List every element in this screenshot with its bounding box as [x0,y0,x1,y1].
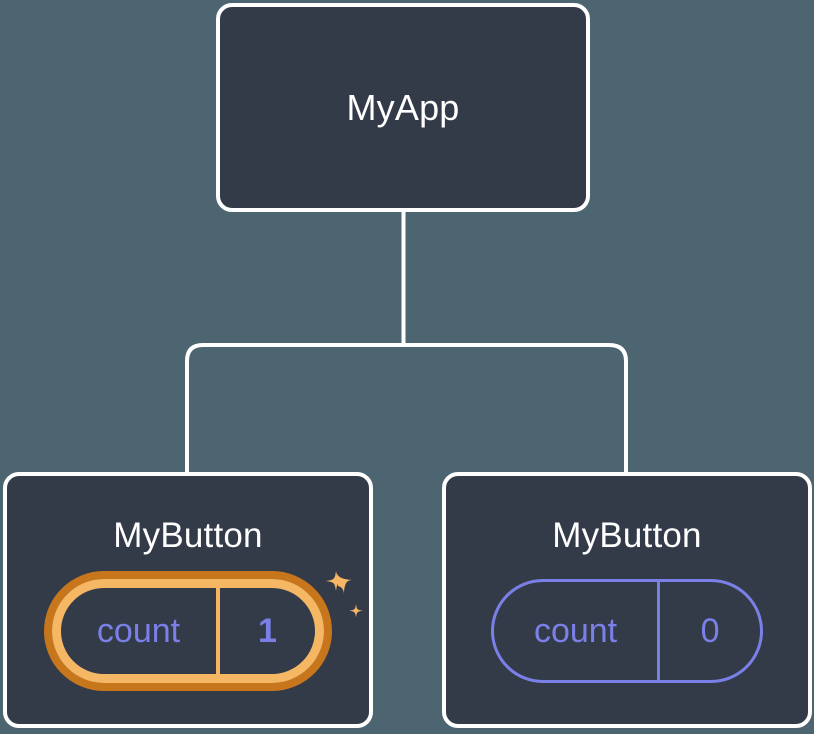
state-pill-left-divider [216,588,220,674]
node-mybutton-right[interactable]: MyButton count 0 [442,472,812,728]
state-pill-left-value: 1 [258,612,277,650]
sparkle-icon-large [336,571,353,595]
state-pill-right-key-cell: count [494,582,657,680]
state-pill-left-key: count [96,612,181,650]
state-pill-right[interactable]: count 0 [491,579,763,683]
sparkle-icon-small [349,604,363,618]
state-pill-right-divider [657,582,661,680]
node-mybutton-right-label: MyButton [552,516,702,555]
node-mybutton-left[interactable]: MyButton count 1 [3,472,373,728]
connector-child-bus [185,343,628,474]
node-mybutton-left-label: MyButton [113,516,263,555]
state-pill-right-value: 0 [700,612,720,650]
node-myapp-label: MyApp [346,86,460,128]
state-pill-left[interactable]: count 1 [52,579,324,683]
node-myapp[interactable]: MyApp [216,3,590,212]
state-pill-left-wrap: count 1 [52,571,363,683]
state-pill-right-value-cell: 0 [660,582,760,680]
state-pill-right-key: count [533,612,618,650]
state-pill-left-value-cell: 1 [220,588,315,674]
state-pill-left-key-cell: count [61,588,216,674]
sparkle-icon-large-body [326,571,346,591]
state-pill-right-wrap: count 0 [491,579,763,683]
